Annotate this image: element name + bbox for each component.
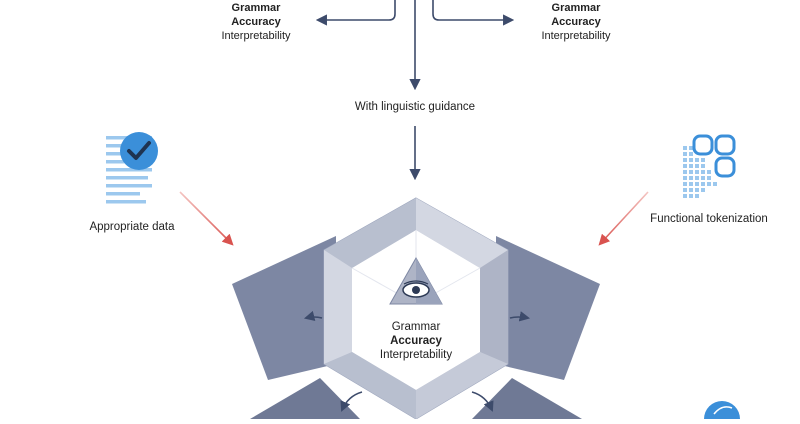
top-left-accuracy: Accuracy [231, 16, 281, 28]
arrow-out-bottom-left [340, 391, 363, 412]
arrow-out-right [509, 311, 531, 322]
arrow-out-bottom-right [471, 391, 494, 412]
token-blocks-icon [683, 134, 736, 198]
eye-pyramid-icon [389, 256, 443, 305]
outward-arrows [303, 310, 531, 412]
arrow-out-left [303, 310, 323, 322]
arrow-data-to-box [179, 191, 234, 246]
center-interpretability: Interpretability [380, 349, 452, 361]
left-label: Appropriate data [89, 221, 175, 233]
arrow-to-right-outcome [432, 0, 515, 26]
arrow-to-left-outcome [315, 0, 396, 26]
box-flaps [232, 236, 600, 419]
center-accuracy: Accuracy [390, 335, 442, 347]
left-flap [232, 236, 336, 380]
guidance-label: With linguistic guidance [355, 101, 475, 113]
hexagon-box [323, 197, 509, 420]
right-label: Functional tokenization [650, 213, 768, 225]
top-left-interpretability: Interpretability [221, 30, 291, 42]
top-right-grammar: Grammar [552, 2, 602, 14]
right-flap [496, 236, 600, 380]
bottom-left-flap [250, 378, 360, 419]
center-grammar: Grammar [392, 321, 441, 333]
bottom-right-flap [472, 378, 582, 419]
top-left-grammar: Grammar [232, 2, 282, 14]
top-right-interpretability: Interpretability [541, 30, 611, 42]
document-check-icon [106, 132, 158, 204]
top-connectors [315, 0, 515, 181]
arrow-tokenization-to-box [598, 191, 649, 246]
top-right-outcome: Grammar Accuracy Interpretability [541, 2, 611, 42]
top-right-accuracy: Accuracy [551, 16, 601, 28]
top-left-outcome: Grammar Accuracy Interpretability [221, 2, 291, 42]
quill-icon [704, 401, 740, 424]
